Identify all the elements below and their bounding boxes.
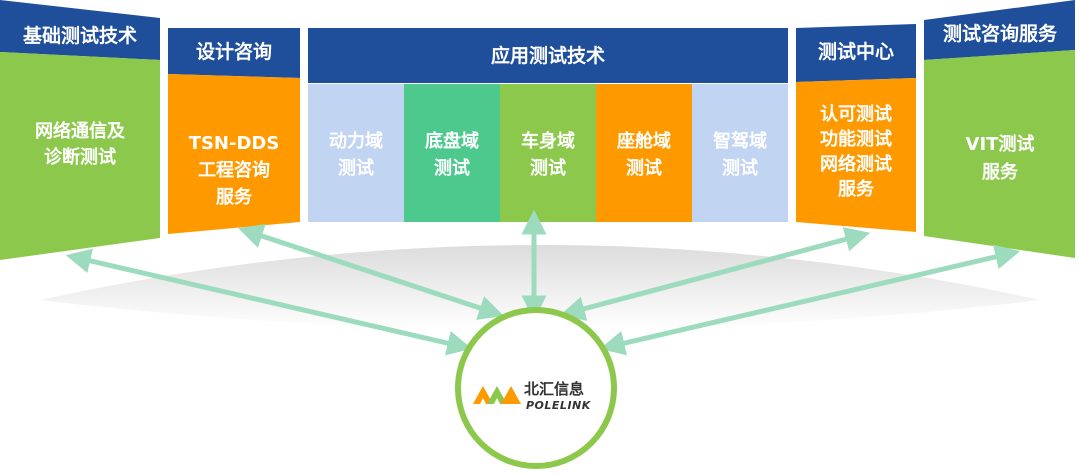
arrow-to-design [238, 224, 504, 320]
panel-service-body-line: 服务 [982, 161, 1019, 183]
panel-service-body-bg [924, 50, 1075, 258]
domain-label-line: 底盘域 [425, 130, 479, 152]
panel-service-header: 测试咨询服务 [943, 22, 1058, 45]
panel-basic-body-bg [0, 52, 160, 260]
domain-label-line: 智驾域 [713, 130, 767, 152]
domain-column-bg [692, 84, 788, 222]
panel-design-body-line: TSN-DDS [189, 133, 280, 154]
panel-design-body-line: 服务 [216, 186, 253, 208]
arrow-to-service [599, 244, 1021, 356]
company-logo: 北汇信息 POLELINK [455, 307, 617, 469]
panel-center-header-bg [796, 24, 916, 82]
panel-app-tech-header-bg [308, 28, 788, 83]
panel-center-header: 测试中心 [818, 40, 894, 63]
domain-label-line: 车身域 [521, 130, 575, 152]
logo-en-text: POLELINK [526, 399, 592, 412]
domain-label-line: 测试 [626, 157, 662, 179]
polelink-logo-icon [473, 386, 521, 404]
panel-design-body-bg [168, 74, 300, 234]
domain-column-bg [500, 84, 596, 222]
logo-cn-text: 北汇信息 [524, 380, 584, 398]
logo-ring [455, 307, 617, 469]
domain-label-line: 座舱域 [617, 130, 671, 152]
panel-center-body-line: 认可测试 [820, 103, 892, 125]
domain-label-line: 动力域 [329, 130, 383, 152]
panel-basic-body-line: 诊断测试 [44, 146, 116, 168]
domain-label-line: 测试 [434, 157, 470, 179]
domain-column-bg [404, 84, 500, 222]
panel-service-body-line: VIT测试 [966, 133, 1035, 155]
domain-label-line: 测试 [530, 157, 566, 179]
domain-label-line: 测试 [722, 157, 758, 179]
panel-center-body-line: 服务 [838, 178, 875, 200]
panel-design-header-bg [168, 28, 300, 78]
domain-label-line: 测试 [338, 157, 374, 179]
domain-column-bg [596, 84, 692, 222]
panel-app-tech-header: 应用测试技术 [491, 44, 605, 67]
panel-basic-header-bg [0, 0, 160, 60]
panel-center-body-line: 功能测试 [820, 128, 892, 150]
connector-arrows [65, 209, 1021, 356]
panel-center-body-bg [796, 78, 916, 232]
panel-center-body-line: 网络测试 [820, 153, 892, 175]
panel-design-body-line: 工程咨询 [198, 159, 270, 181]
domain-column-bg [308, 84, 404, 222]
panel-basic-header: 基础测试技术 [22, 24, 137, 47]
panel-basic-body-line: 网络通信及 [35, 120, 126, 142]
panel-design-header: 设计咨询 [196, 40, 272, 63]
panel-service-header-bg [924, 0, 1075, 60]
